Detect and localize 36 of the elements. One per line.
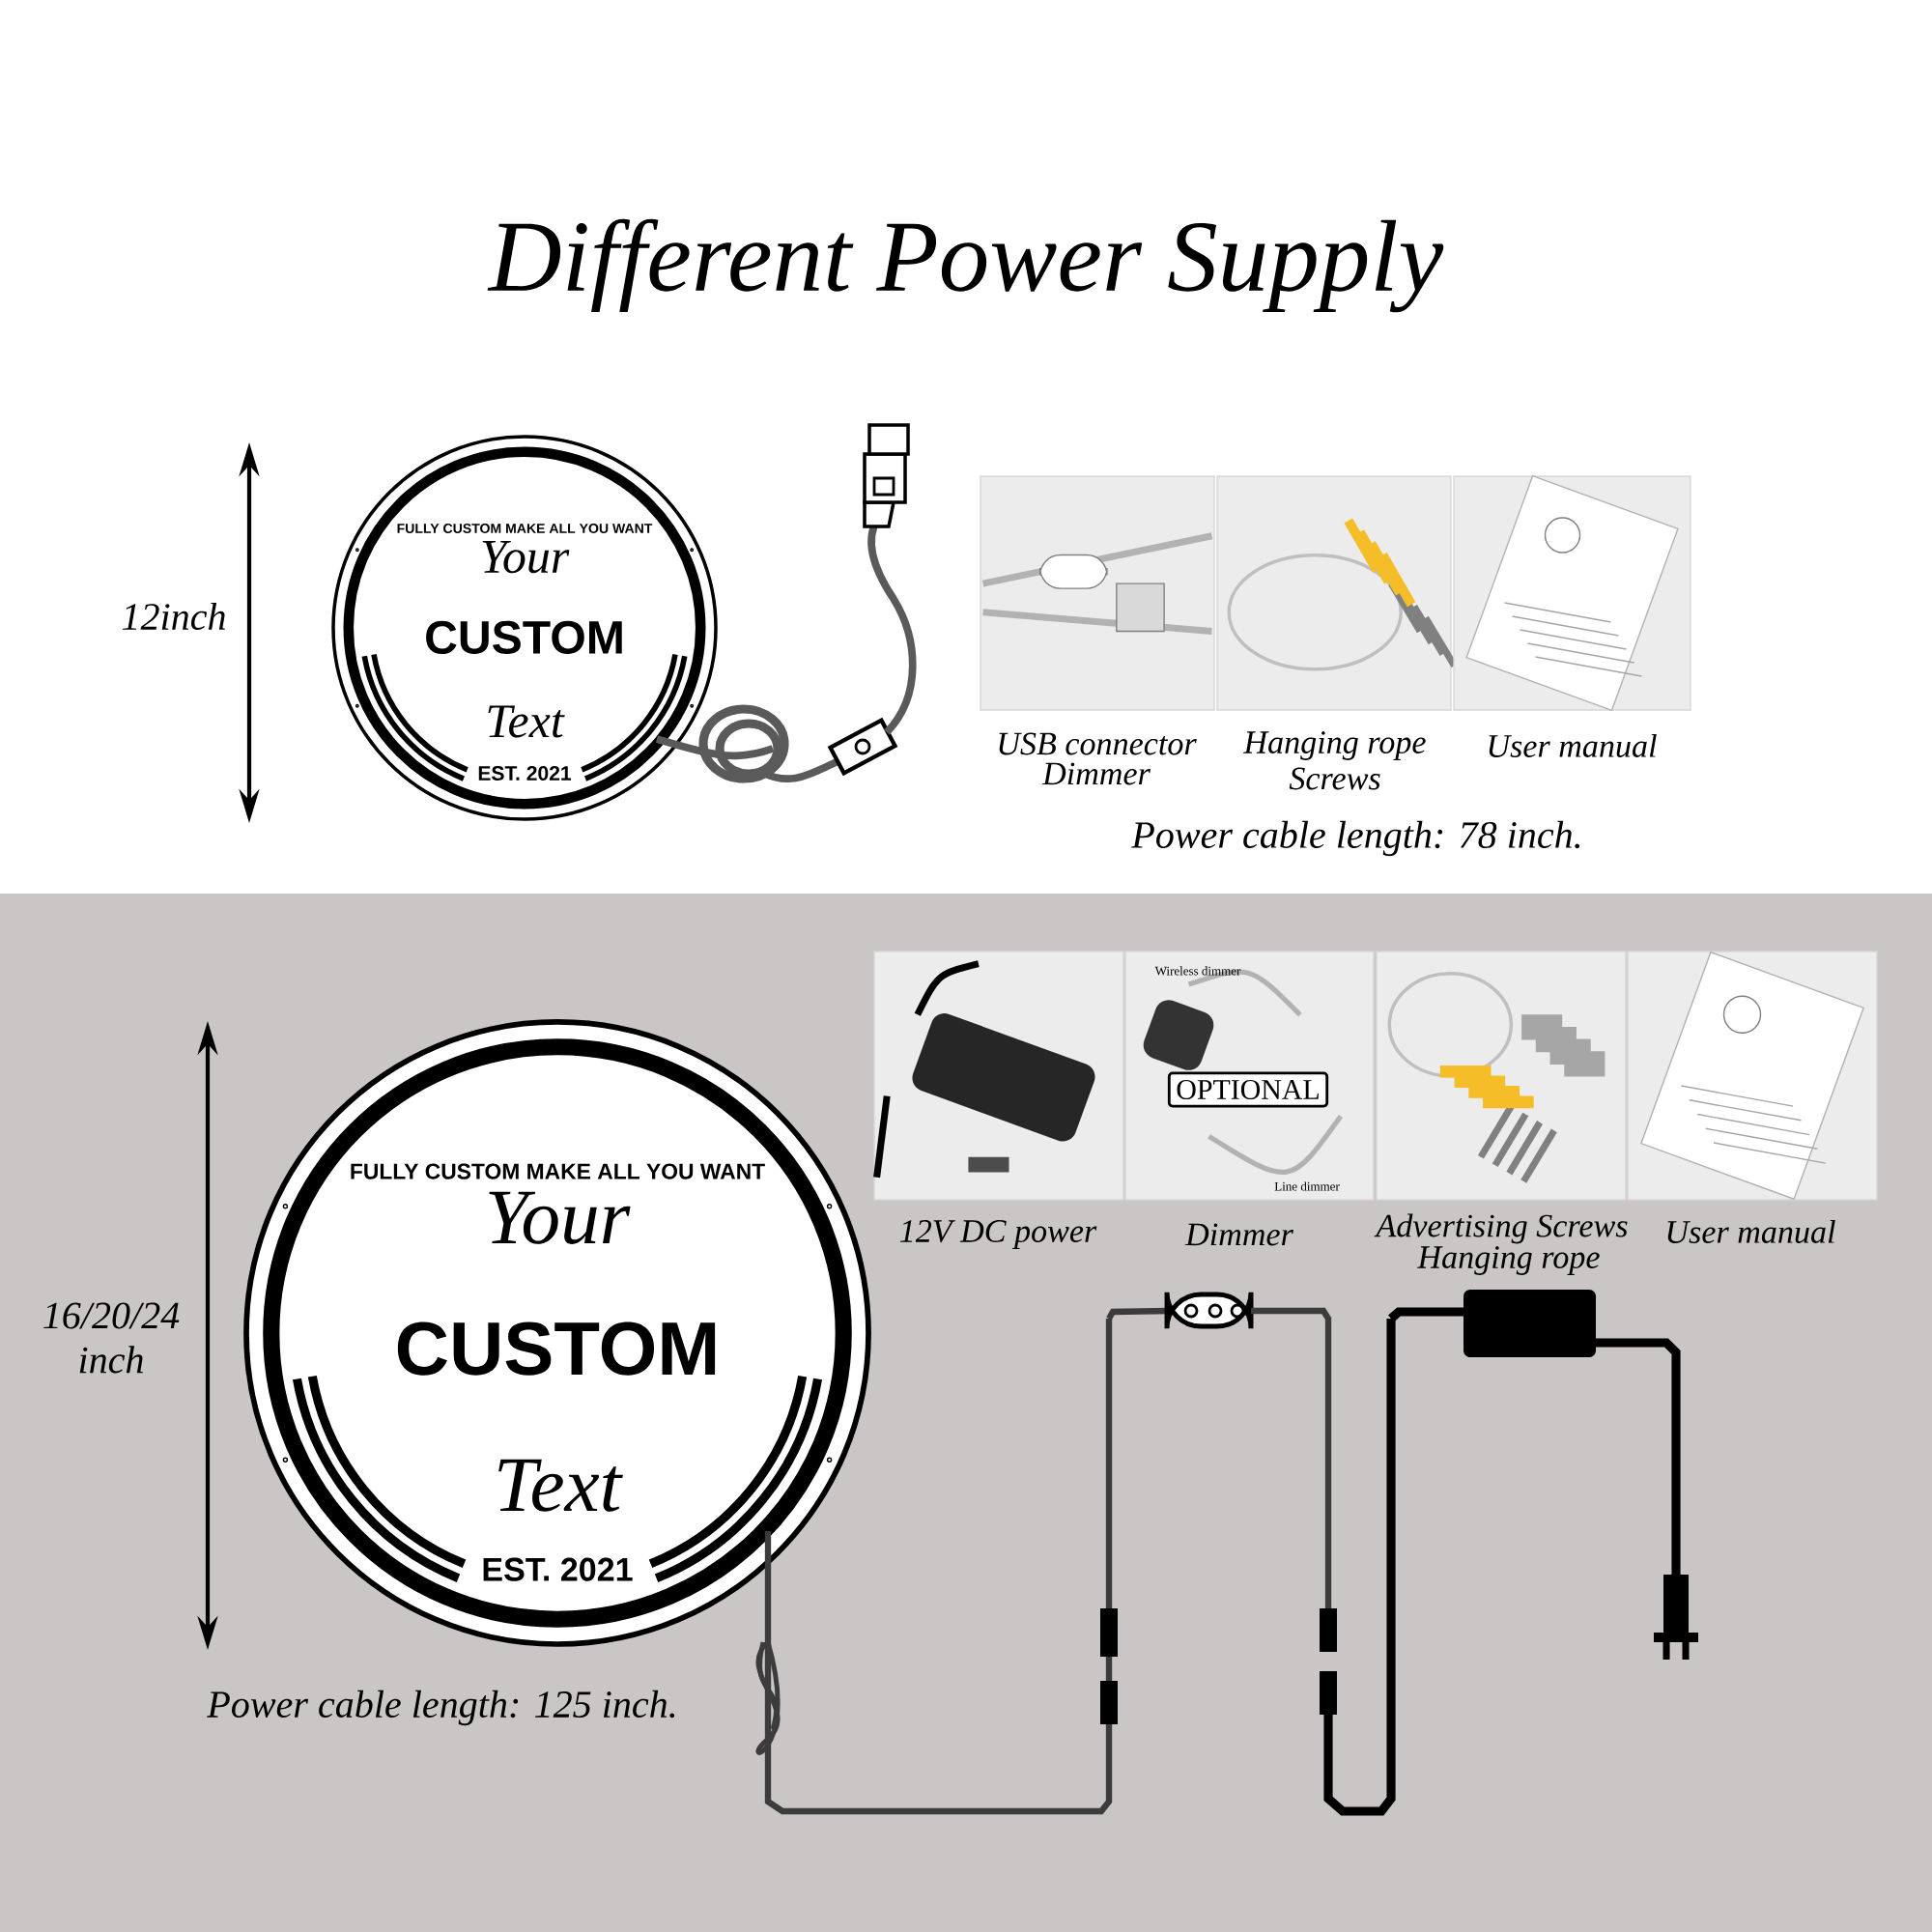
sign-text: CUSTOM [426, 620, 622, 654]
small-photo-label: Line dimmer [1274, 1181, 1340, 1191]
round-sign [331, 435, 718, 821]
sign-text: Your [482, 541, 570, 574]
product-photo [873, 951, 1124, 1201]
sign-text: Text [498, 1459, 623, 1512]
caption: Dimmer [1041, 762, 1151, 785]
title: Different Power Supply [487, 218, 1444, 313]
sign-text: FULLY CUSTOM MAKE ALL YOU WANT [351, 1163, 765, 1179]
product-photo [1124, 951, 1375, 1201]
caption: Dimmer [1184, 1223, 1293, 1246]
product-photo [1453, 474, 1691, 712]
product-photo [980, 475, 1215, 711]
small-photo-label: Wireless dimmer [1154, 966, 1241, 976]
product-photo [1627, 951, 1878, 1201]
sign-text: CUSTOM [397, 1321, 716, 1376]
caption: Hanging rope [1243, 731, 1426, 760]
sign-text: FULLY CUSTOM MAKE ALL YOU WANT [397, 524, 653, 533]
dimension-label: Power cable length: 78 inch. [1131, 820, 1580, 857]
round-sign [243, 1019, 871, 1647]
product-photo [1376, 951, 1627, 1201]
caption: USB connector [999, 732, 1197, 755]
caption: Hanging rope [1417, 1246, 1600, 1275]
caption: User manual [1489, 733, 1657, 757]
dimension-label: 12inch [122, 602, 225, 631]
caption: Screws [1289, 767, 1380, 790]
optional-badge: OPTIONAL [1167, 1071, 1329, 1108]
sign-text: EST. 2021 [478, 766, 572, 781]
sign-text: Text [488, 705, 565, 738]
dimension-label: Power cable length: 125 inch. [207, 1690, 675, 1726]
caption: 12V DC power [899, 1220, 1097, 1249]
dimension-label: 16/20/24 inch [43, 1302, 180, 1374]
caption: Advertising Screws [1374, 1213, 1628, 1244]
sign-text: Your [489, 1191, 631, 1244]
sign-text: EST. 2021 [483, 1557, 633, 1581]
caption: User manual [1667, 1219, 1835, 1243]
